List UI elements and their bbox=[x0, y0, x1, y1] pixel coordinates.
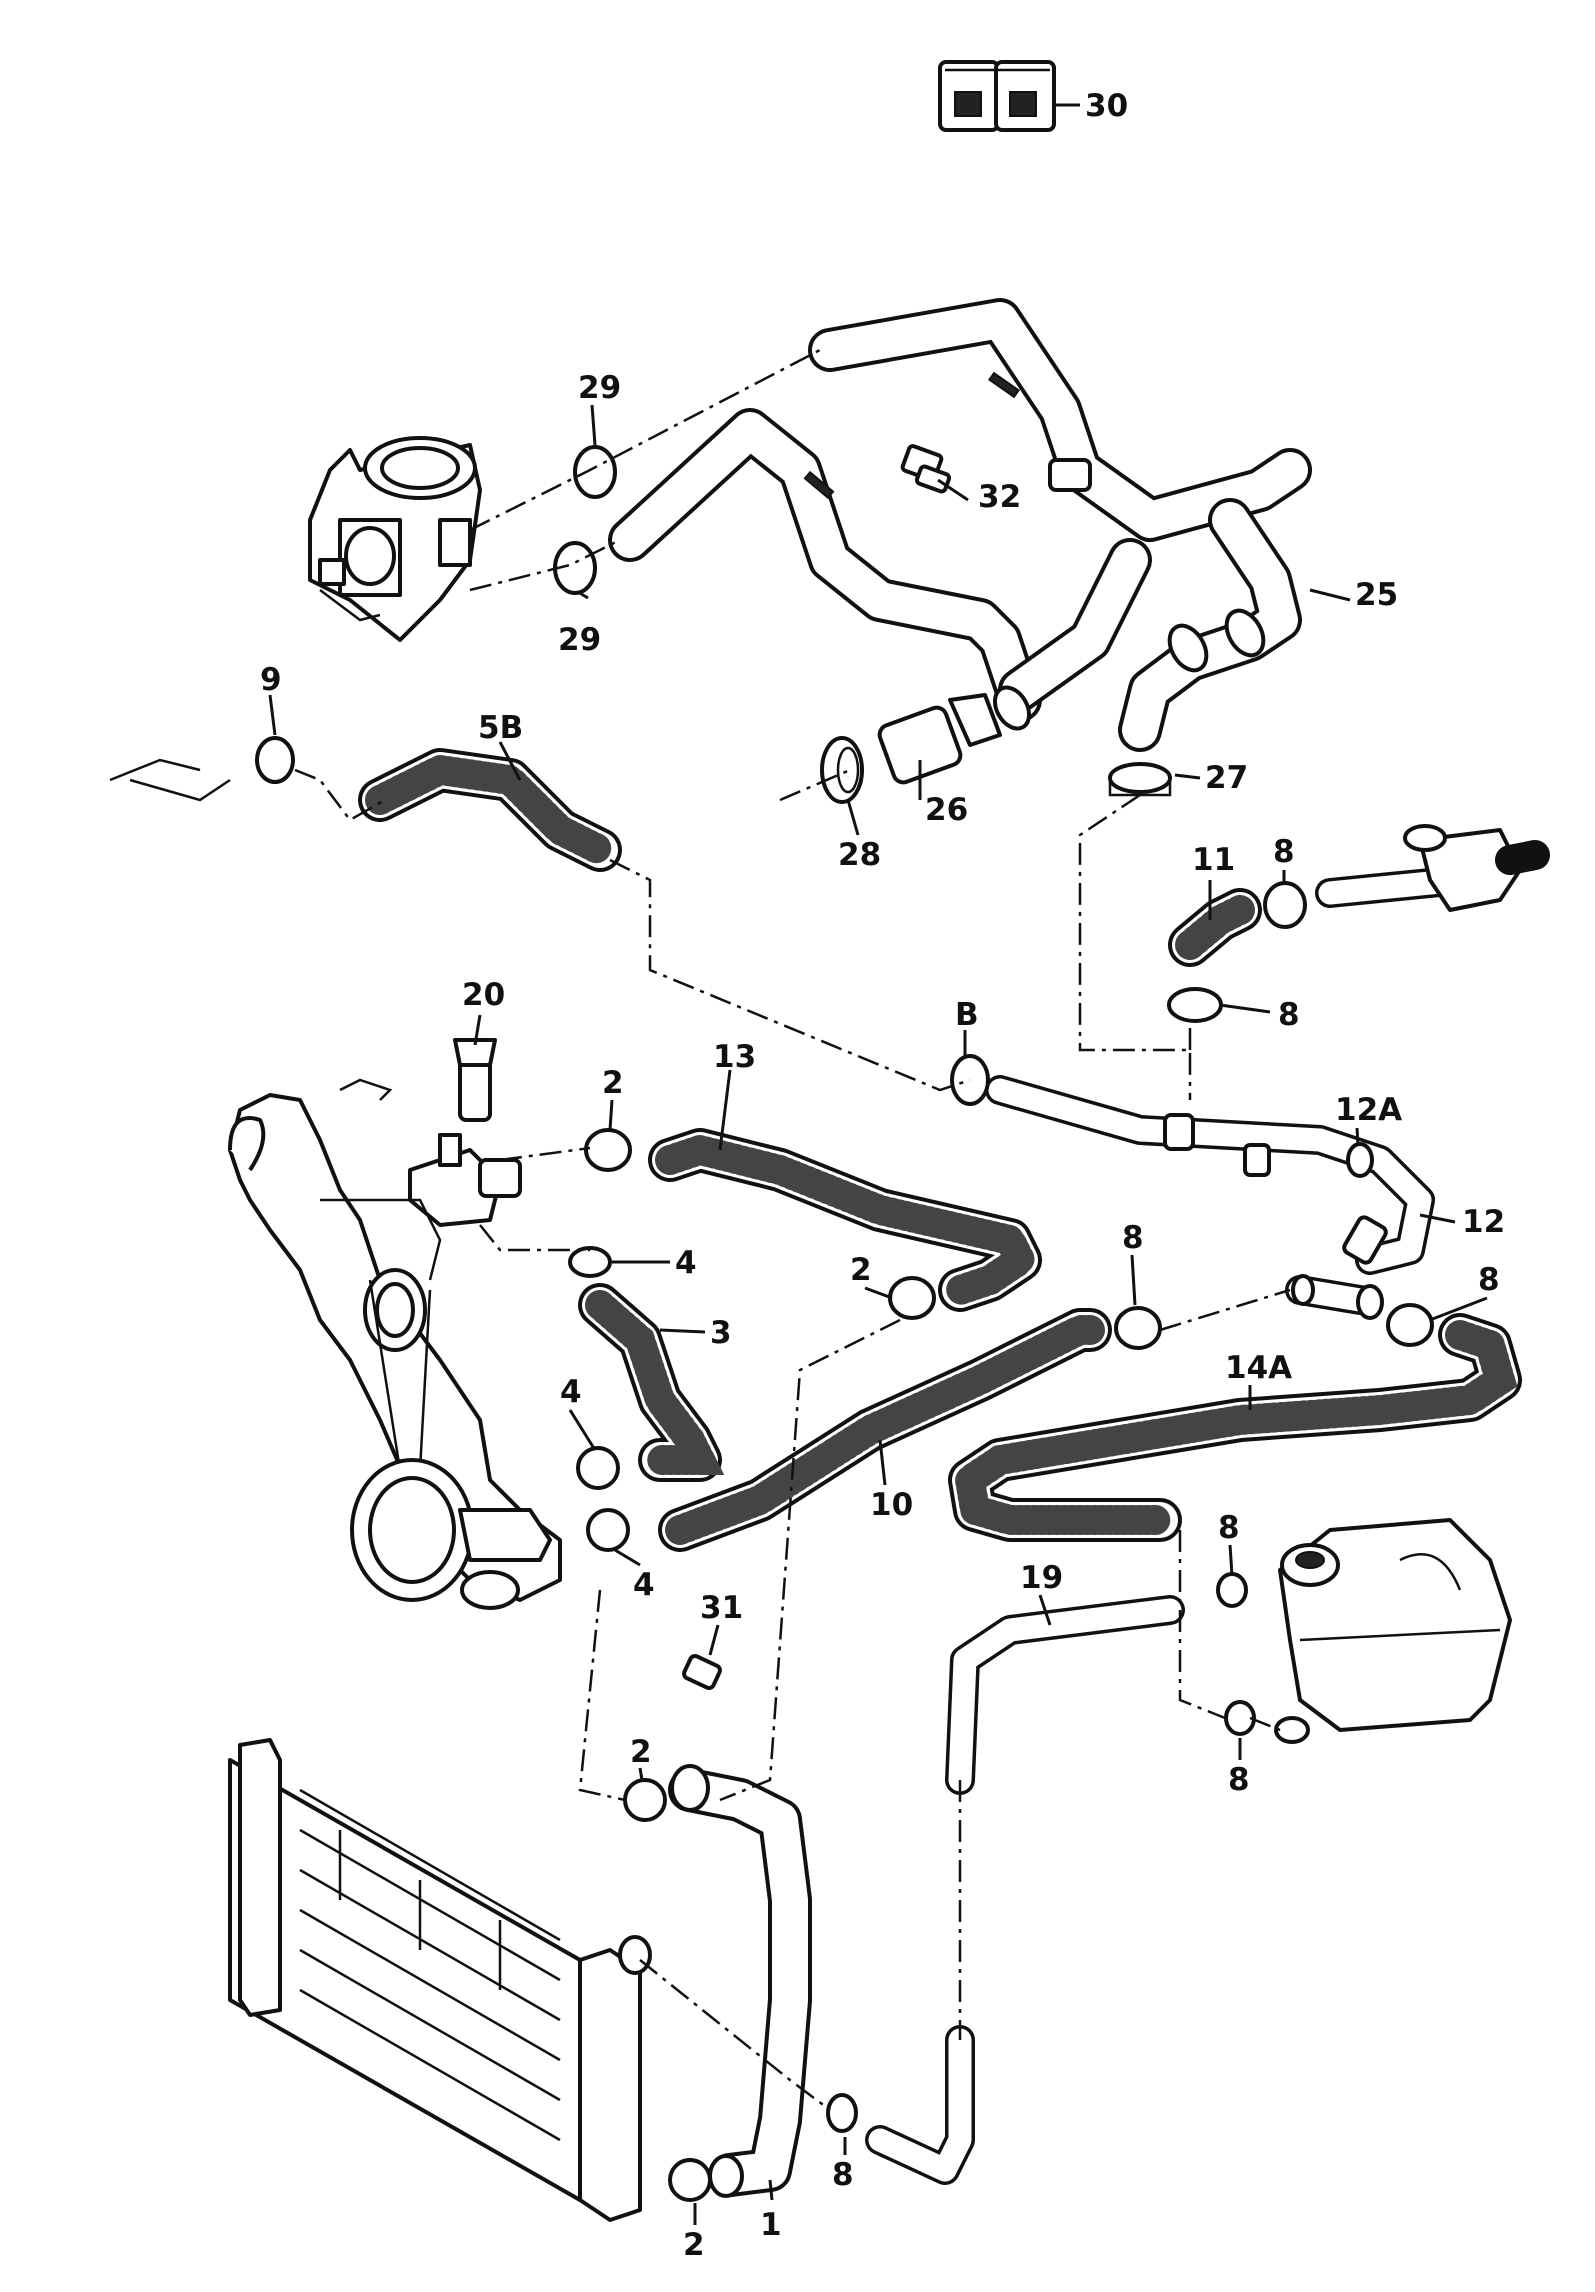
callout-10: 10 bbox=[870, 1487, 913, 1523]
expansion-tank bbox=[1274, 1518, 1512, 1744]
callout-8-valve: 8 bbox=[1278, 997, 1300, 1033]
connector-block-part-30 bbox=[938, 60, 1080, 132]
clip-part-31 bbox=[682, 1654, 722, 1690]
pipe-part-12 bbox=[985, 1075, 1435, 1320]
clamps-part-2 bbox=[584, 1128, 936, 2202]
coolant-flange-with-switch-part-20 bbox=[408, 1038, 522, 1227]
callout-8-top: 8 bbox=[1273, 834, 1295, 870]
dashed-assembly-lines bbox=[294, 348, 1291, 2111]
callout-2-flange: 2 bbox=[602, 1065, 624, 1101]
radiator bbox=[228, 1738, 652, 2222]
hose-connector-part-26 bbox=[877, 693, 1002, 785]
clamps-part-29 bbox=[553, 445, 617, 595]
clamp-part-28 bbox=[820, 736, 864, 804]
callout-28: 28 bbox=[838, 837, 881, 873]
radiator-hose-part-1 bbox=[668, 1764, 812, 2198]
speckled-hoses bbox=[358, 748, 1522, 1552]
callout-labels: 30 29 29 32 25 26 28 27 9 5B 11 8 8 20 B… bbox=[260, 88, 1505, 2263]
callout-8-right: 8 bbox=[1478, 1262, 1500, 1298]
callout-26: 26 bbox=[925, 792, 968, 828]
callout-2-radiator-bottom: 2 bbox=[683, 2227, 705, 2263]
callout-B: B bbox=[955, 997, 979, 1033]
hose-part-19 bbox=[865, 1595, 1185, 2185]
callout-31: 31 bbox=[700, 1590, 743, 1626]
callout-29-upper: 29 bbox=[578, 370, 621, 406]
callout-5B: 5B bbox=[478, 710, 523, 746]
callout-27: 27 bbox=[1205, 760, 1248, 796]
clamp-part-27 bbox=[1108, 762, 1172, 797]
callout-4-lower: 4 bbox=[633, 1567, 655, 1603]
callout-11: 11 bbox=[1192, 842, 1235, 878]
callout-4-left: 4 bbox=[560, 1374, 582, 1410]
callout-2-radiator-top: 2 bbox=[630, 1734, 652, 1770]
clamp-part-9 bbox=[109, 736, 295, 802]
callout-leader-lines bbox=[268, 404, 1488, 2225]
valve-top-right bbox=[1315, 824, 1550, 912]
callout-9: 9 bbox=[260, 662, 282, 698]
callout-30: 30 bbox=[1085, 88, 1128, 124]
callout-14A: 14A bbox=[1225, 1350, 1292, 1386]
callout-8-tank: 8 bbox=[1218, 1510, 1240, 1546]
clamps-part-8 bbox=[826, 881, 1434, 2133]
callout-20: 20 bbox=[462, 977, 505, 1013]
clamps-part-25 bbox=[992, 608, 1266, 731]
callout-4-upper: 4 bbox=[675, 1245, 697, 1281]
clip-part-32 bbox=[900, 444, 952, 494]
callout-2-mid: 2 bbox=[850, 1252, 872, 1288]
callout-32: 32 bbox=[978, 479, 1021, 515]
callout-3: 3 bbox=[710, 1315, 732, 1351]
callout-8-mid: 8 bbox=[1122, 1220, 1144, 1256]
callout-12: 12 bbox=[1462, 1204, 1505, 1240]
callout-19: 19 bbox=[1020, 1560, 1063, 1596]
callout-8-bottom: 8 bbox=[832, 2157, 854, 2193]
engine-block-and-pump bbox=[228, 1078, 562, 1610]
clamp-part-12A bbox=[1346, 1142, 1374, 1178]
callout-1: 1 bbox=[760, 2207, 782, 2243]
throttle-body-housing bbox=[308, 436, 482, 642]
callout-29-lower: 29 bbox=[558, 622, 601, 658]
callout-13: 13 bbox=[713, 1039, 756, 1075]
clamps-part-4 bbox=[568, 1246, 630, 1552]
callout-8-tank-lower: 8 bbox=[1228, 1762, 1250, 1798]
callout-12A: 12A bbox=[1335, 1092, 1402, 1128]
callout-25: 25 bbox=[1355, 577, 1398, 613]
